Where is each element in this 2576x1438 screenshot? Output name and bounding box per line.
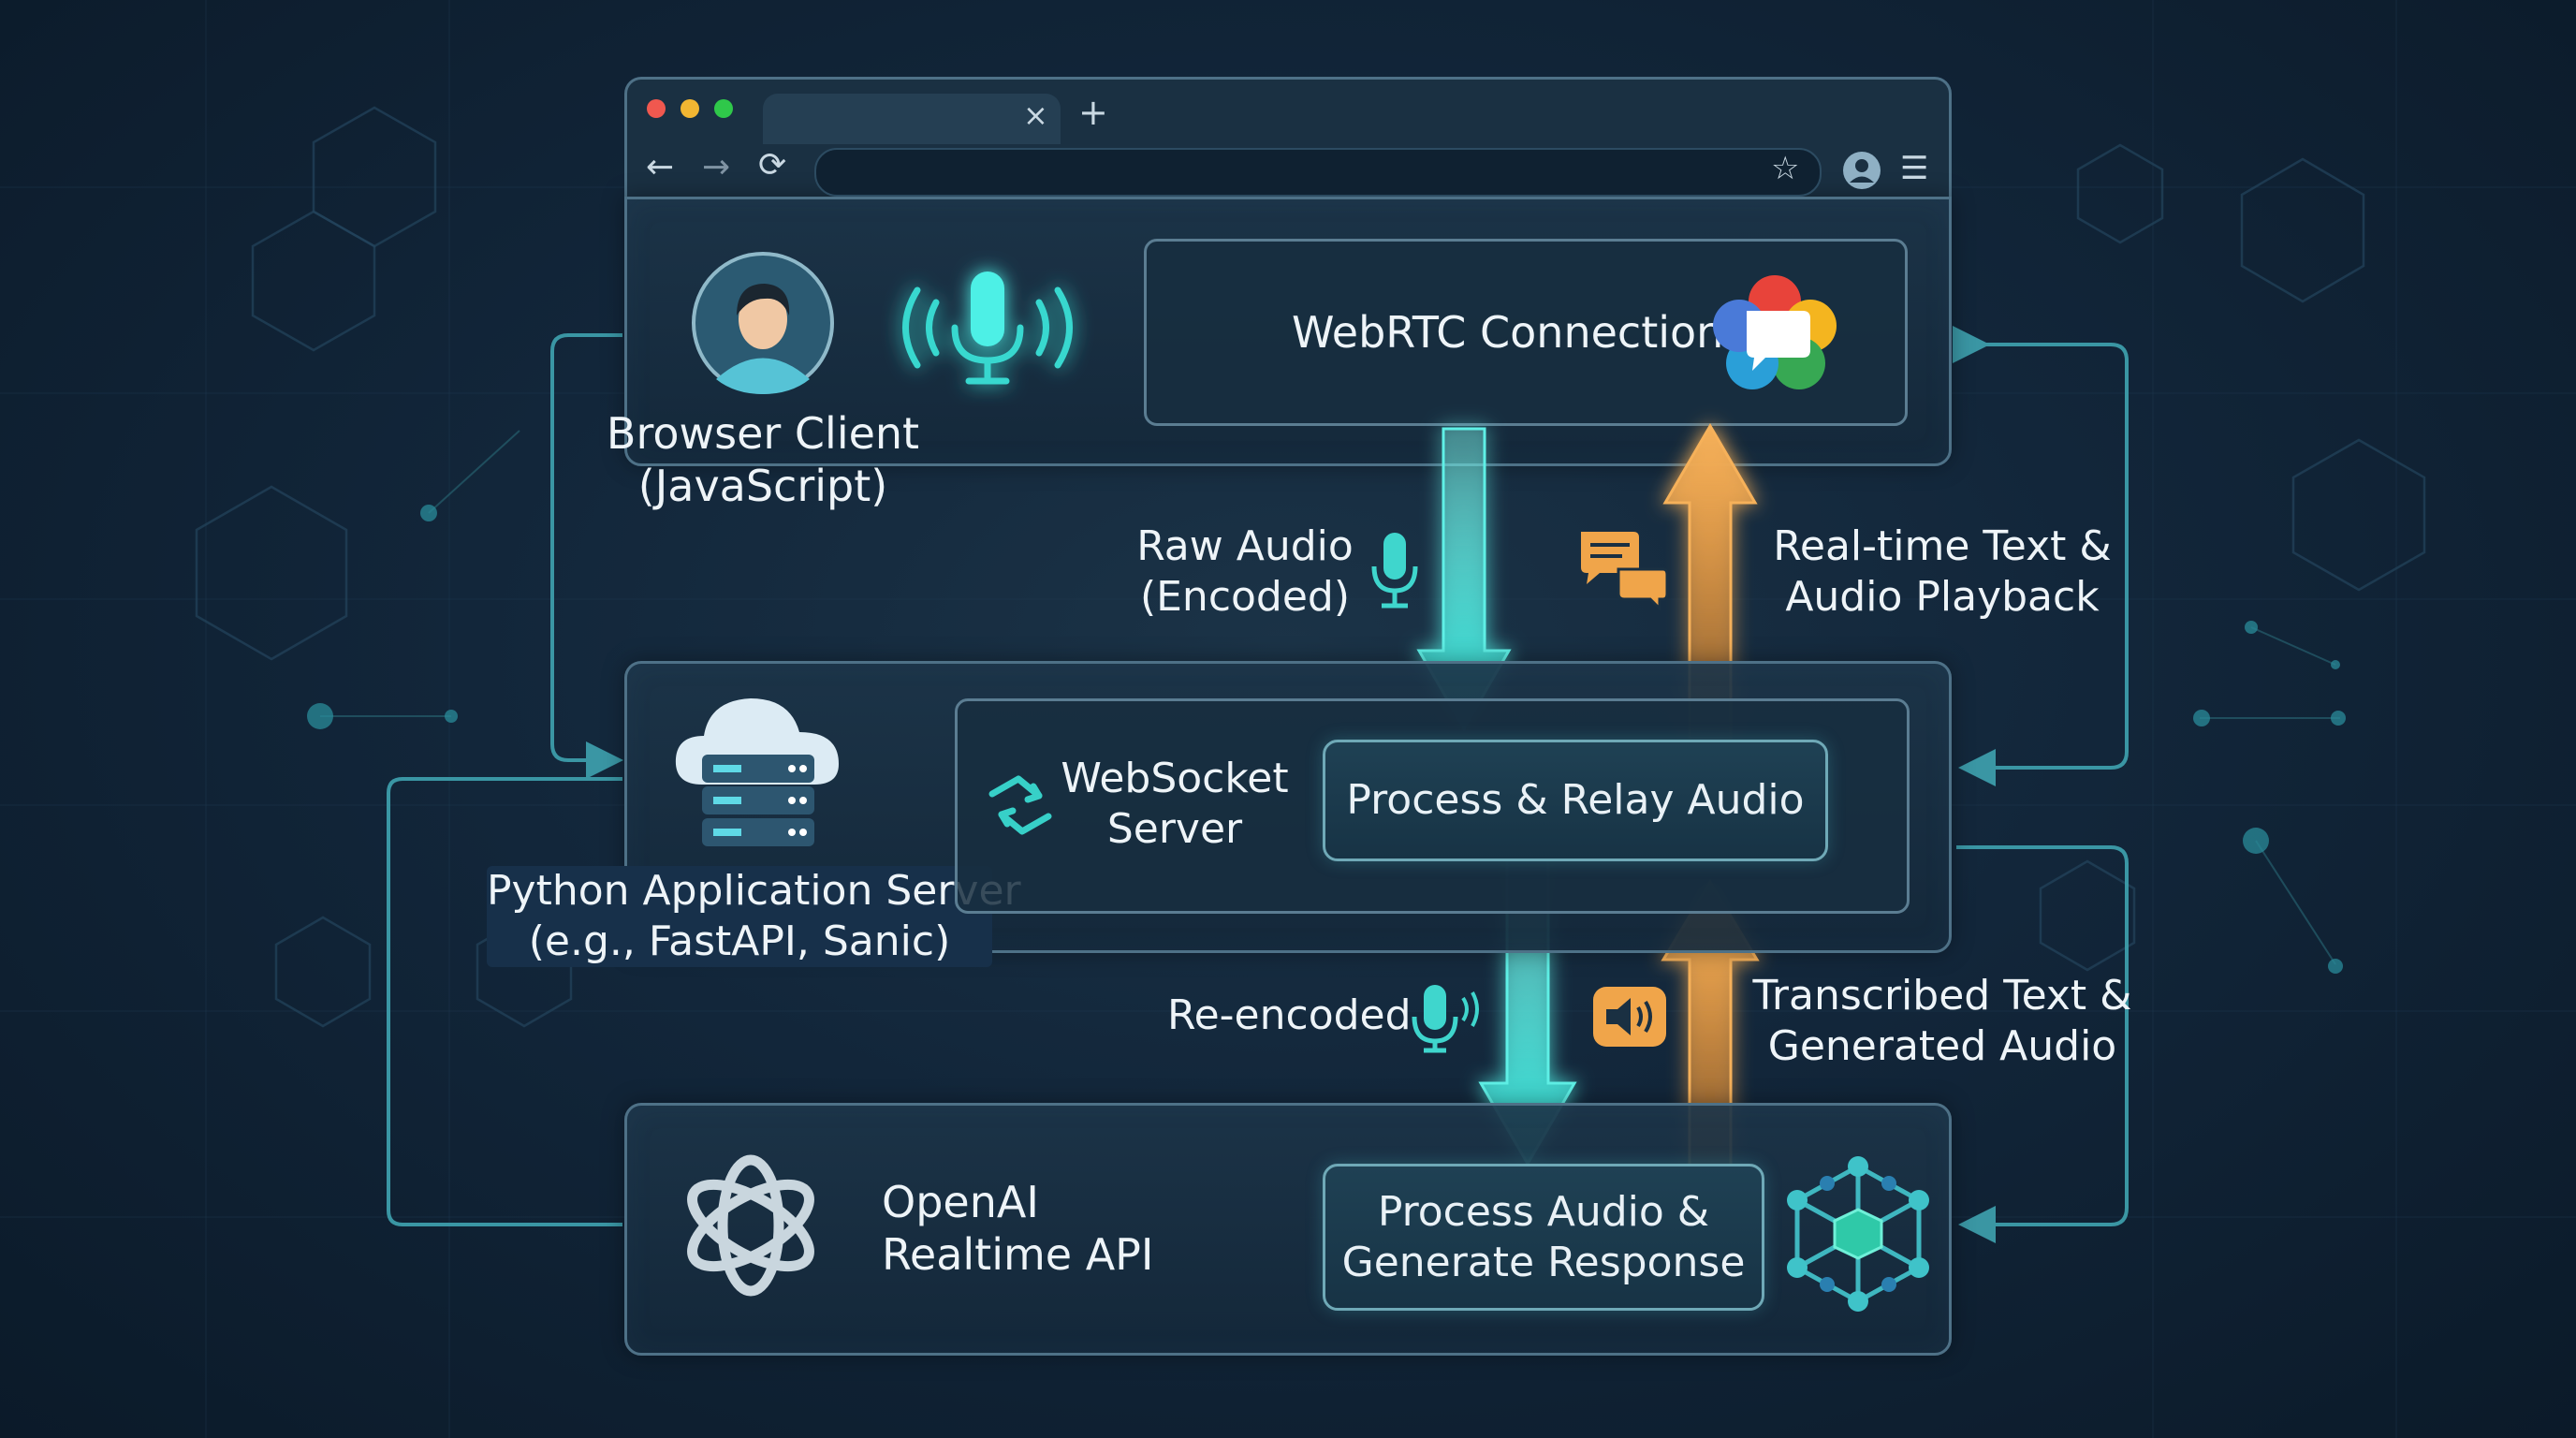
profile-icon[interactable] [1841,150,1882,191]
webrtc-connection-label: WebRTC Connection [1292,307,1724,358]
microphone-icon [1371,533,1418,609]
forward-icon[interactable]: → [702,148,731,186]
window-maximize-dot[interactable] [714,99,733,118]
raw-audio-label: Raw Audio (Encoded) [1133,521,1357,623]
transcribed-audio-label: Transcribed Text & Generated Audio [1741,971,2144,1072]
process-audio-generate-box: Process Audio & Generate Response [1323,1164,1764,1311]
process-relay-audio-box: Process & Relay Audio [1323,740,1828,861]
python-app-server-title: Python Application Server (e.g., FastAPI… [487,866,1021,967]
user-avatar-icon [692,252,834,394]
microphone-broadcast-icon [902,271,1073,385]
websocket-server-label: WebSocket Server [1058,754,1292,855]
transcribed-line1: Transcribed Text & [1752,972,2132,1020]
window-close-dot[interactable] [647,99,666,118]
browser-client-title-line1: Browser Client [606,408,920,459]
websocket-line2: Server [1106,805,1243,853]
speaker-icon [1593,987,1666,1047]
process-relay-audio-label: Process & Relay Audio [1346,776,1805,824]
openai-title-line1: OpenAI [882,1177,1039,1227]
realtime-playback-line2: Audio Playback [1785,573,2100,621]
browser-tab[interactable] [763,94,1061,144]
transcribed-line2: Generated Audio [1767,1022,2117,1070]
new-tab-icon[interactable]: + [1078,92,1108,133]
raw-audio-line1: Raw Audio [1136,522,1354,570]
openai-title-line2: Realtime API [882,1229,1154,1280]
reencoded-label: Re-encoded [1167,991,1412,1039]
python-app-server-line1: Python Application Server [487,867,1021,915]
browser-client-title: Browser Client (JavaScript) [599,407,927,512]
chat-bubbles-icon [1581,532,1669,610]
raw-audio-line2: (Encoded) [1139,573,1351,621]
menu-icon[interactable]: ☰ [1900,150,1929,187]
sync-arrows-icon [988,775,1052,835]
window-minimize-dot[interactable] [681,99,699,118]
process-audio-line1: Process Audio & [1377,1187,1710,1236]
realtime-playback-line1: Real-time Text & [1773,522,2112,570]
tab-close-icon[interactable]: × [1023,97,1048,133]
process-audio-line2: Generate Response [1341,1238,1746,1286]
websocket-line1: WebSocket [1061,755,1289,802]
python-app-server-line2: (e.g., FastAPI, Sanic) [528,917,951,965]
address-bar[interactable] [814,148,1822,197]
openai-title: OpenAI Realtime API [882,1176,1154,1281]
webrtc-logo-icon [1713,275,1837,389]
browser-client-title-line2: (JavaScript) [637,461,888,511]
reload-icon[interactable]: ⟳ [758,146,787,184]
cloud-server-icon [675,698,839,846]
microphone-waves-icon [1412,985,1479,1053]
back-icon[interactable]: ← [646,148,675,186]
openai-logo-icon [687,1154,814,1297]
bookmark-star-icon[interactable]: ☆ [1771,150,1800,187]
realtime-playback-label: Real-time Text & Audio Playback [1760,521,2125,623]
network-hexagon-icon [1787,1156,1929,1312]
